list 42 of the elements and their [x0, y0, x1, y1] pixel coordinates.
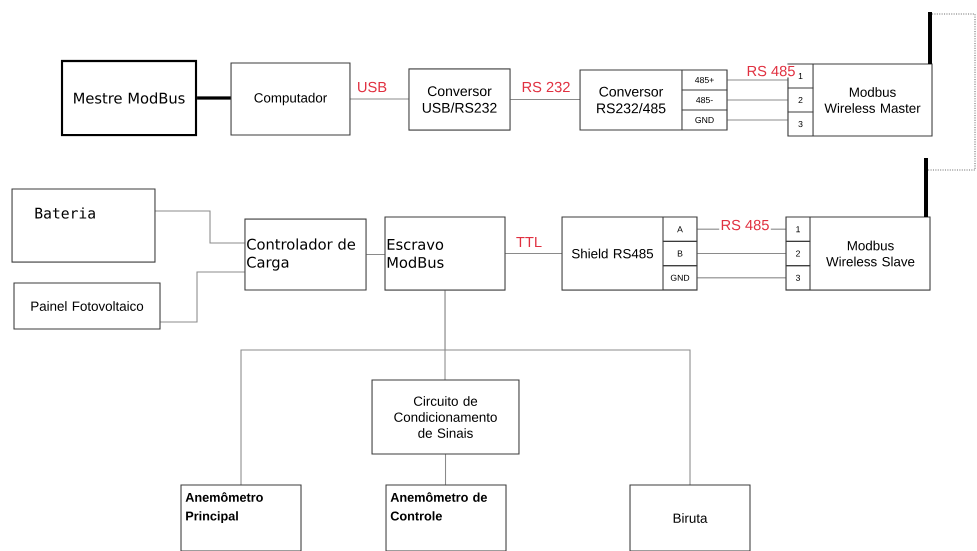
connection-line [156, 210, 244, 244]
block-box: Painel Fotovoltaico [13, 282, 161, 330]
pin-cell: 485- [681, 89, 728, 111]
connection-line [444, 290, 691, 484]
block-box: Anemômetro de Controle [385, 484, 507, 551]
pin-cell: 3 [787, 111, 814, 137]
pin-cell: 485+ [681, 69, 728, 91]
connection-line [160, 271, 244, 323]
connection-line [444, 454, 446, 484]
block-box: Mestre ModBus [60, 60, 198, 136]
connection-line [506, 252, 562, 254]
connection-line [728, 99, 788, 101]
block-box: Bateria [12, 188, 156, 263]
pin-cell: B [662, 240, 698, 266]
edge-label: RS 485 [745, 64, 797, 78]
pin-cell: A [662, 216, 698, 242]
pin-cell: 2 [785, 240, 811, 266]
block-box: Conversor USB/RS232 [408, 68, 511, 131]
block-box: Escravo ModBus [384, 216, 506, 291]
pin-cell: GND [681, 109, 728, 131]
connection-line [366, 254, 384, 256]
pin-cell: 1 [785, 216, 811, 242]
connection-line [698, 252, 786, 254]
edge-label: TTL [514, 236, 544, 248]
edge-label: RS 232 [520, 80, 572, 94]
block-box: Computador [230, 62, 350, 136]
block-box: Biruta [629, 484, 751, 551]
block-box: Anemômetro Principal [180, 484, 302, 551]
connection-line [698, 277, 786, 278]
connection-line [510, 98, 580, 100]
pin-cell: GND [662, 265, 698, 290]
pin-cell: 2 [787, 87, 814, 113]
block-box: Circuito de Condicionamento de Sinais [372, 379, 520, 455]
connection-line [197, 96, 230, 100]
connection-line [728, 79, 788, 81]
connection-line [728, 119, 788, 121]
wireless-link [928, 13, 976, 171]
edge-label: USB [356, 80, 388, 94]
edge-label: RS 485 [719, 218, 771, 232]
pin-cell: 3 [785, 265, 811, 290]
connection-line [350, 98, 408, 100]
block-box: Controlador de Carga [244, 218, 367, 290]
